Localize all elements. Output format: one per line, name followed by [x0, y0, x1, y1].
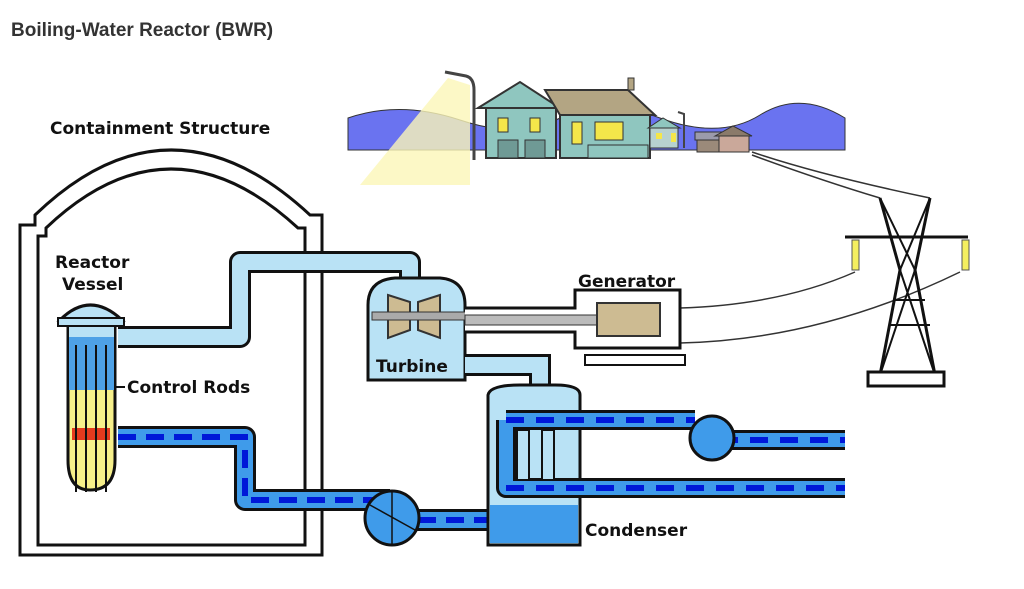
reactor-vessel: [56, 303, 126, 492]
streetlight-beam: [360, 78, 470, 185]
label-condenser: Condenser: [585, 521, 688, 541]
label-reactor-line2: Vessel: [62, 275, 123, 295]
label-reactor-line1: Reactor: [55, 253, 130, 273]
house-main: [474, 77, 658, 159]
generator: [464, 288, 686, 366]
cooling-pump: [688, 414, 736, 462]
transmission-tower: [679, 151, 970, 388]
control-rods: [75, 345, 107, 492]
label-control-rods: Control Rods: [127, 378, 250, 398]
neighborhood-scene: [347, 70, 846, 185]
label-turbine: Turbine: [376, 357, 448, 377]
label-containment-structure: Containment Structure: [50, 119, 270, 139]
condenser: [486, 383, 845, 547]
label-generator: Generator: [578, 272, 676, 292]
diagram-title: Boiling-Water Reactor (BWR): [11, 20, 274, 41]
streetlight: [444, 70, 476, 160]
steam-pipe: [118, 251, 421, 348]
containment-structure: [18, 148, 324, 557]
turbine: [366, 276, 468, 382]
house-small: [646, 111, 753, 153]
